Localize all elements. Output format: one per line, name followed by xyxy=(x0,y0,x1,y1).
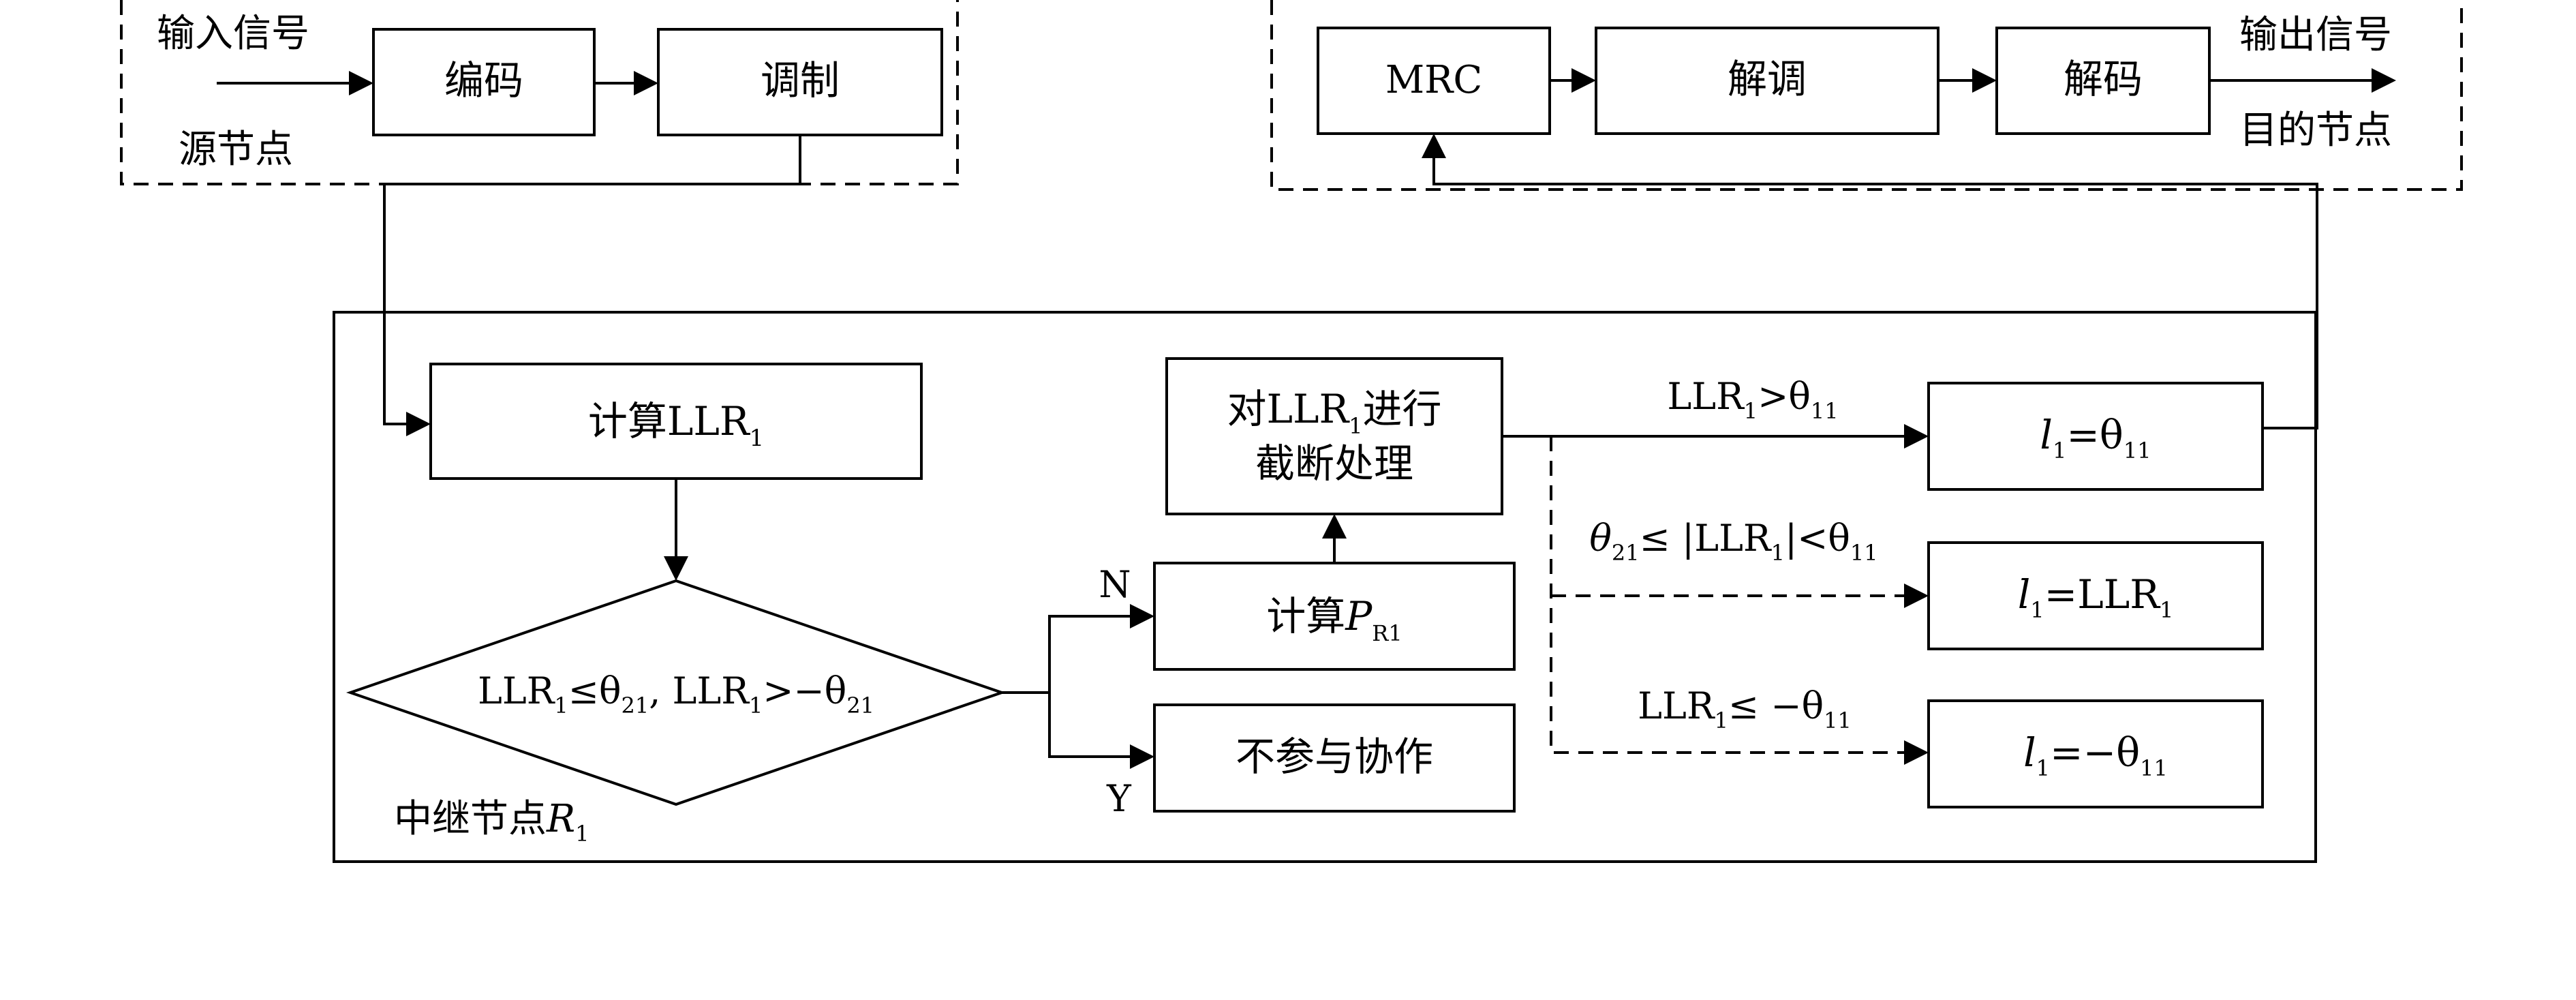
destination-node-border xyxy=(1270,0,2463,191)
source-node-group: 输入信号 源节点 编码 调制 xyxy=(120,0,959,185)
compute-p-box xyxy=(1153,562,1516,671)
branch-yes-line xyxy=(1048,693,1134,758)
rule1-result-box xyxy=(1927,382,2264,491)
demodulate-box xyxy=(1595,27,1939,135)
demodulate-label: 解调 xyxy=(1728,56,1807,102)
truncate-line2: 截断处理 xyxy=(1255,440,1413,487)
no-cooperate-box xyxy=(1153,703,1516,813)
llr-to-decision-arrowhead xyxy=(664,556,688,581)
compute-p-label: 计算PR1 xyxy=(1266,593,1402,646)
truncate-box xyxy=(1165,357,1503,515)
modulate-label: 调制 xyxy=(761,57,840,104)
encode-to-modulate-arrowhead xyxy=(634,71,658,95)
rule3-arrowhead xyxy=(1904,740,1929,765)
source-to-relay-line xyxy=(383,135,801,425)
input-arrowhead xyxy=(349,71,373,95)
rule2-result-box xyxy=(1927,541,2264,650)
branch-yes-arrowhead xyxy=(1130,744,1154,769)
relay-node-group: 计算LLR1 LLR1≤θ21, LLR1>−θ21 N Y 计算PR1 不参与… xyxy=(333,311,2317,863)
rule2-arrowhead xyxy=(1904,584,1929,608)
compute-llr-box xyxy=(429,363,923,480)
output-arrowhead xyxy=(2372,68,2396,93)
source-node-label: 源节点 xyxy=(179,127,293,172)
p-to-truncate-arrowhead xyxy=(1322,514,1347,539)
rule3-result-box xyxy=(1927,699,2264,808)
decision-condition: LLR1≤θ21, LLR1>−θ21 xyxy=(478,669,874,718)
compute-llr-label: 计算LLR1 xyxy=(588,398,764,452)
encode-label: 编码 xyxy=(444,57,523,104)
branch-no-line xyxy=(1002,615,1134,694)
destination-node-group: MRC 解调 解码 输出信号 目的节点 xyxy=(1270,0,2463,191)
decode-label: 解码 xyxy=(2064,56,2143,102)
truncate-line1: 对LLR1进行 xyxy=(1227,386,1441,439)
decode-box xyxy=(1995,27,2211,135)
relay-to-mrc-arrowhead xyxy=(1422,134,1446,158)
rule2-condition: θ21≤ |LLR1|<θ11 xyxy=(1589,517,1877,566)
no-cooperate-label: 不参与协作 xyxy=(1236,733,1433,780)
branch-no-label: N xyxy=(1099,563,1131,606)
destination-node-label: 目的节点 xyxy=(2239,108,2392,153)
relay-node-label: 中继节点R1 xyxy=(394,797,589,847)
rule3-condition: LLR1≤ −θ11 xyxy=(1638,684,1852,733)
branch-no-arrowhead xyxy=(1130,604,1154,628)
rule1-arrowhead xyxy=(1904,424,1929,449)
mrc-box xyxy=(1317,27,1551,135)
rule1-condition: LLR1>θ11 xyxy=(1667,375,1838,424)
source-to-relay-arrowhead xyxy=(406,412,431,436)
rule3-result: l1=−θ11 xyxy=(2023,729,2168,781)
output-signal-label: 输出信号 xyxy=(2239,13,2392,57)
mrc-label: MRC xyxy=(1385,58,1482,102)
mrc-to-demod-arrowhead xyxy=(1571,68,1596,93)
relay-to-mrc-line xyxy=(1432,154,2318,429)
demod-to-decode-arrowhead xyxy=(1972,68,1997,93)
rule2-result: l1=LLR1 xyxy=(2018,571,2174,623)
decision-diamond xyxy=(346,579,1007,806)
input-signal-label: 输入信号 xyxy=(157,12,309,56)
rule1-result: l1=θ11 xyxy=(2040,412,2151,464)
relay-node-border xyxy=(333,311,2317,863)
branch-yes-label: Y xyxy=(1106,777,1132,820)
